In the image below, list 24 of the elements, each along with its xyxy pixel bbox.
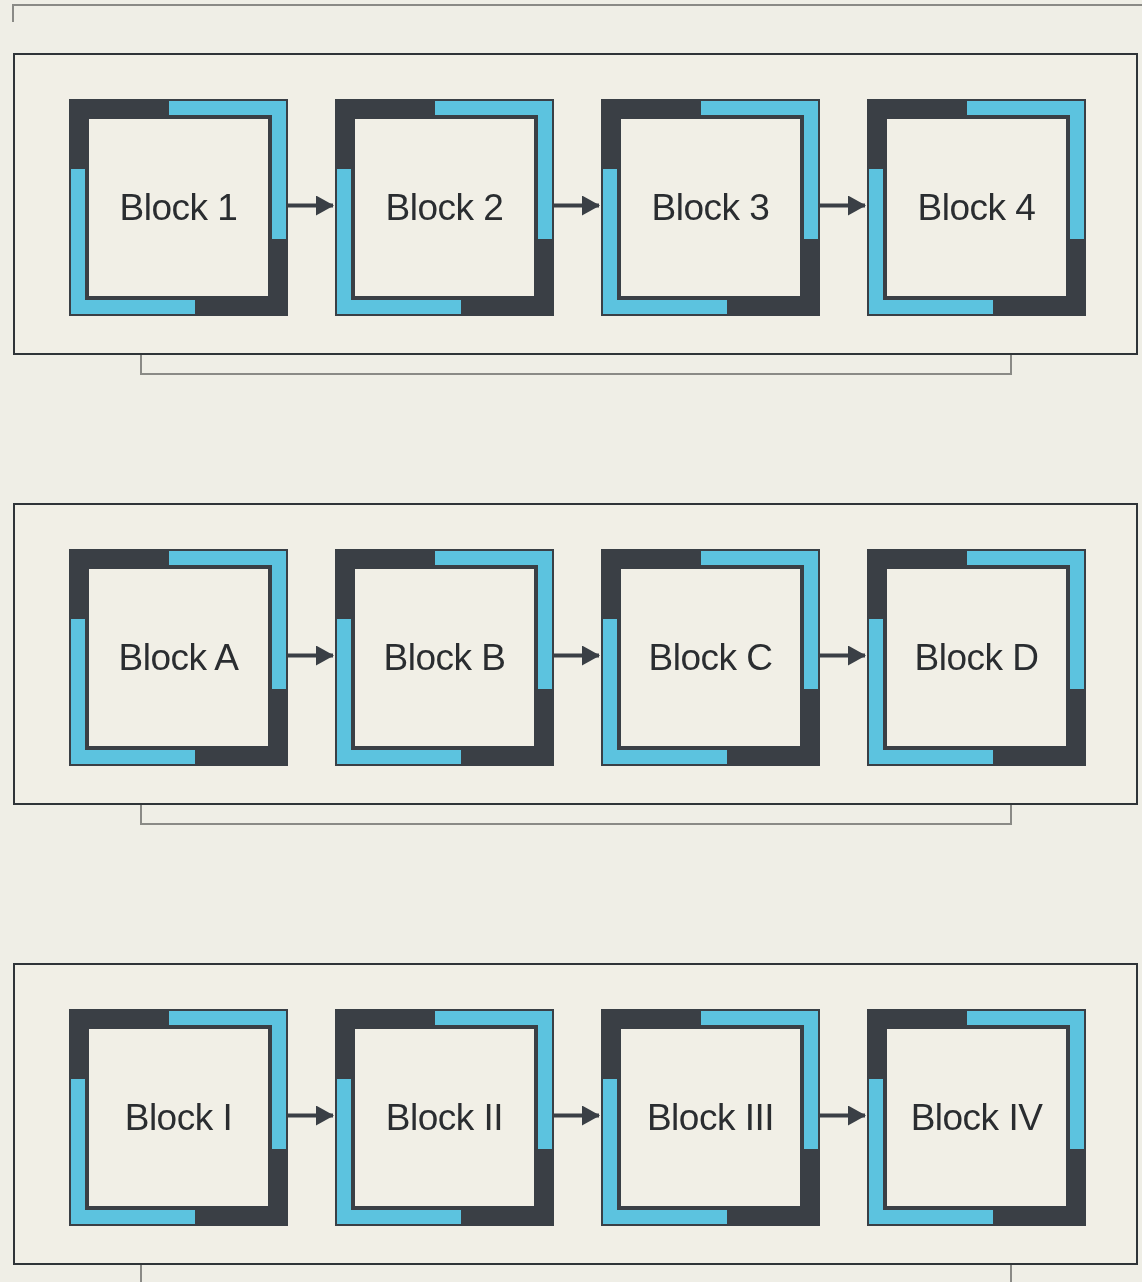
block-label: Block 2 (385, 186, 504, 229)
block-label: Block 1 (119, 186, 238, 229)
block-label: Block B (383, 636, 506, 679)
panel (13, 963, 1138, 1265)
arrow (286, 1105, 334, 1126)
block-label: Block A (118, 636, 239, 679)
block-label: Block 3 (651, 186, 770, 229)
arrow (286, 195, 334, 216)
panel (13, 53, 1138, 355)
arrow (818, 1105, 866, 1126)
arrow (286, 645, 334, 666)
arrow (818, 645, 866, 666)
arrow (552, 1105, 600, 1126)
arrow (818, 195, 866, 216)
block-label: Block I (124, 1096, 233, 1139)
block-label: Block III (646, 1096, 775, 1139)
arrow (552, 645, 600, 666)
block-label: Block 4 (917, 186, 1036, 229)
block-label: Block C (648, 636, 773, 679)
block-label: Block IV (910, 1096, 1043, 1139)
panel (13, 503, 1138, 805)
arrow (552, 195, 600, 216)
block-label: Block II (385, 1096, 504, 1139)
block-label: Block D (914, 636, 1039, 679)
